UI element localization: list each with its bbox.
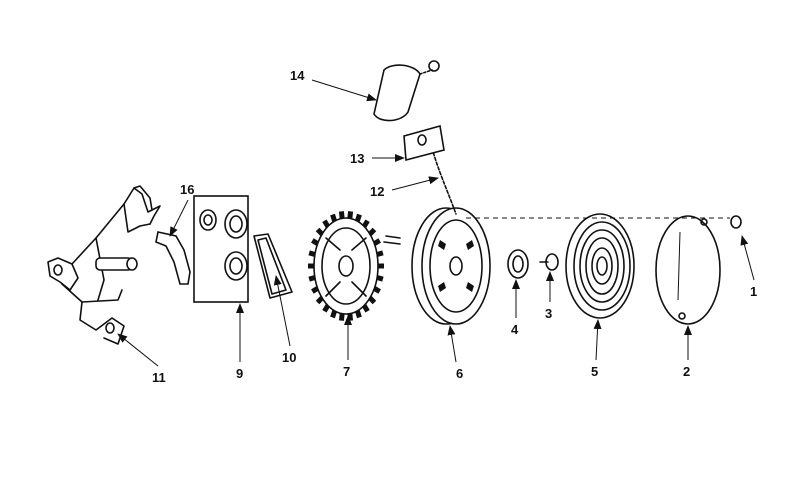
- gear-tooth: [373, 238, 381, 246]
- part-gear: [308, 211, 384, 321]
- callout-4: 4: [511, 322, 519, 337]
- callout-14: 14: [290, 68, 305, 83]
- callout-11: 11: [152, 370, 166, 385]
- callout-16: 16: [180, 182, 194, 197]
- callout-7: 7: [343, 364, 350, 379]
- part-cover-screw: [730, 215, 742, 229]
- callout-10: 10: [282, 350, 296, 365]
- part-pulley: [383, 207, 491, 325]
- part-guide-plate: [403, 124, 445, 162]
- gear-tooth: [354, 310, 362, 319]
- callout-2: 2: [683, 364, 690, 379]
- callout-6: 6: [456, 366, 463, 381]
- part-spring: [565, 213, 635, 319]
- part-cover: [655, 215, 721, 325]
- gear-tooth: [368, 296, 377, 305]
- gear-tooth: [311, 238, 319, 246]
- gear-tooth: [362, 219, 370, 228]
- gear-tooth: [330, 213, 338, 222]
- gear-tooth: [315, 227, 324, 236]
- gear-tooth: [373, 286, 381, 294]
- gear-tooth: [362, 304, 370, 313]
- callout-12: 12: [370, 184, 384, 199]
- gear-tooth: [315, 296, 324, 305]
- gear-tooth: [322, 304, 330, 313]
- gear-tooth: [376, 275, 384, 282]
- part-pawl: [155, 231, 191, 285]
- gear-tooth: [330, 310, 338, 319]
- gear-tooth: [338, 211, 345, 219]
- gear-tooth: [347, 313, 354, 321]
- gear-tooth: [322, 219, 330, 228]
- callout-3: 3: [545, 306, 552, 321]
- gear-tooth: [354, 213, 362, 222]
- gear-tooth: [308, 250, 316, 257]
- gear-tooth: [368, 227, 377, 236]
- gear-tooth: [338, 313, 345, 321]
- part-spring-clip: [253, 233, 293, 299]
- callout-13: 13: [350, 151, 364, 166]
- callout-numbers: 1 2 3 4 5 6 7 9 10 11 12 13 14 16: [152, 68, 757, 385]
- callout-leaders: [117, 79, 755, 367]
- callout-5: 5: [591, 364, 598, 379]
- gear-tooth: [347, 211, 354, 219]
- part-bracket: [47, 185, 161, 345]
- part-screw: [539, 253, 559, 271]
- callout-9: 9: [236, 366, 243, 381]
- gear-tooth: [311, 286, 319, 294]
- part-handle: [373, 60, 440, 122]
- gear-tooth: [308, 275, 316, 282]
- part-bushing: [507, 249, 529, 279]
- callout-1: 1: [750, 284, 757, 299]
- part-rope: [431, 147, 457, 215]
- gear-tooth: [376, 250, 384, 257]
- part-kit-card: [193, 195, 249, 303]
